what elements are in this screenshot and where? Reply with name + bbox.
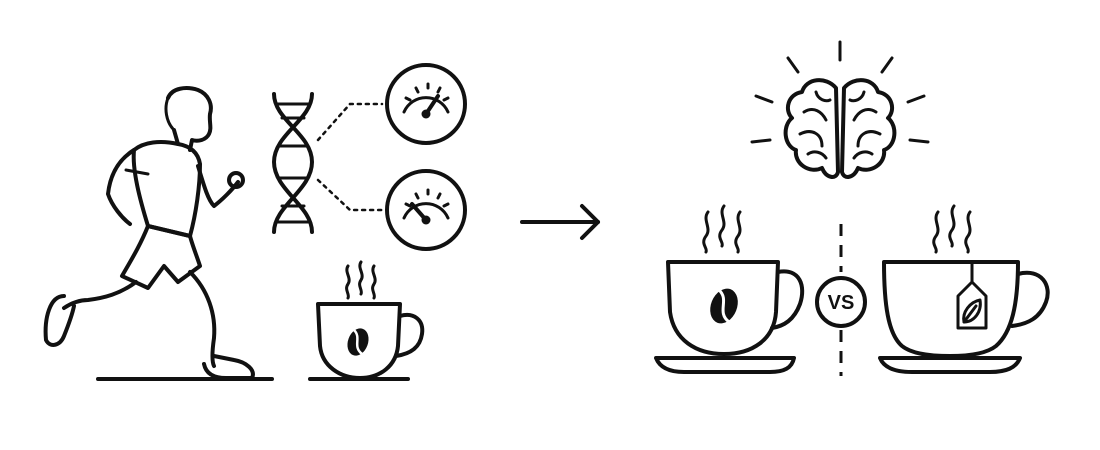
brain-ray [786,56,800,74]
steam-icon [371,264,377,300]
coffee-bean-crease [717,288,731,324]
gauge-tick [414,86,420,94]
runner-back-leg [62,280,138,310]
brain-ray [880,56,894,74]
arrow-right-icon [520,204,600,240]
dna-strand-left [272,92,314,234]
dna-strand-right [272,92,314,234]
brain-left-hemisphere [783,78,840,179]
leaf-icon [962,298,982,324]
brain-ray [908,138,930,144]
large-coffee-cup-handle [770,269,805,330]
runner-torso [131,140,202,238]
gauge-tick [436,192,442,200]
gauge-icon [385,63,467,145]
large-tea-cup-handle [1010,270,1050,328]
brain-ray [750,138,772,144]
steam-icon [702,210,710,254]
runner-sleeve [124,168,150,176]
large-tea-saucer [878,356,1022,374]
large-coffee-saucer [654,356,796,374]
runner-front-leg [188,270,217,368]
runner-front-arm [196,164,240,208]
small-cup-handle [394,313,425,358]
runner-icon [43,86,274,381]
runner-back-shoe [43,294,76,347]
gauge-tick [404,202,412,208]
large-coffee-cup-body [666,260,780,356]
steam-icon [932,210,940,254]
gauge-tick [404,96,412,102]
gauge-tick [442,202,450,208]
gauge-tick [442,96,450,102]
vs-badge: VS [815,276,867,328]
gauge-upper-scale [402,96,450,114]
gauge-upper-rim [385,63,467,145]
steam-icon [948,204,956,248]
runner-shorts [120,224,202,290]
coffee-cup-icon [308,260,425,381]
vs-badge-circle [815,276,867,328]
gauge-lower-hub [421,215,431,225]
steam-icon [358,260,364,296]
coffee-bean-crease [352,328,364,356]
runner-fist [227,171,245,189]
connector-lower [316,178,384,212]
brain-left-folds [798,90,832,160]
connector-upper [316,102,384,142]
runner-front-shoe [202,354,255,380]
brain-ray [754,94,774,104]
brain-right-hemisphere [840,78,897,179]
brain-icon [750,40,930,179]
vs-label: VS [828,292,855,314]
runner-back-arm [106,148,136,226]
coffee-cup-icon [654,204,805,374]
gauge-lower-scale [402,202,450,220]
steam-icon [734,210,742,254]
arrow-head [580,204,600,240]
gauge-tick [436,86,442,94]
gauge-tick [414,192,420,200]
large-tea-cup-body [882,260,1020,358]
dna-icon [272,92,314,234]
steam-icon [718,204,726,248]
steam-icon [345,264,351,300]
tea-cup-icon [878,204,1050,374]
steam-icon [964,210,972,254]
brain-right-folds [848,90,882,160]
runner-neck [172,128,180,146]
runner-hair [164,96,176,132]
brain-ray [906,94,926,104]
gauge-lower-rim [385,169,467,251]
runner-head [166,86,213,152]
gauge-upper-hub [421,109,431,119]
tea-bag-tag [956,280,988,330]
gauge-icon [385,169,467,251]
